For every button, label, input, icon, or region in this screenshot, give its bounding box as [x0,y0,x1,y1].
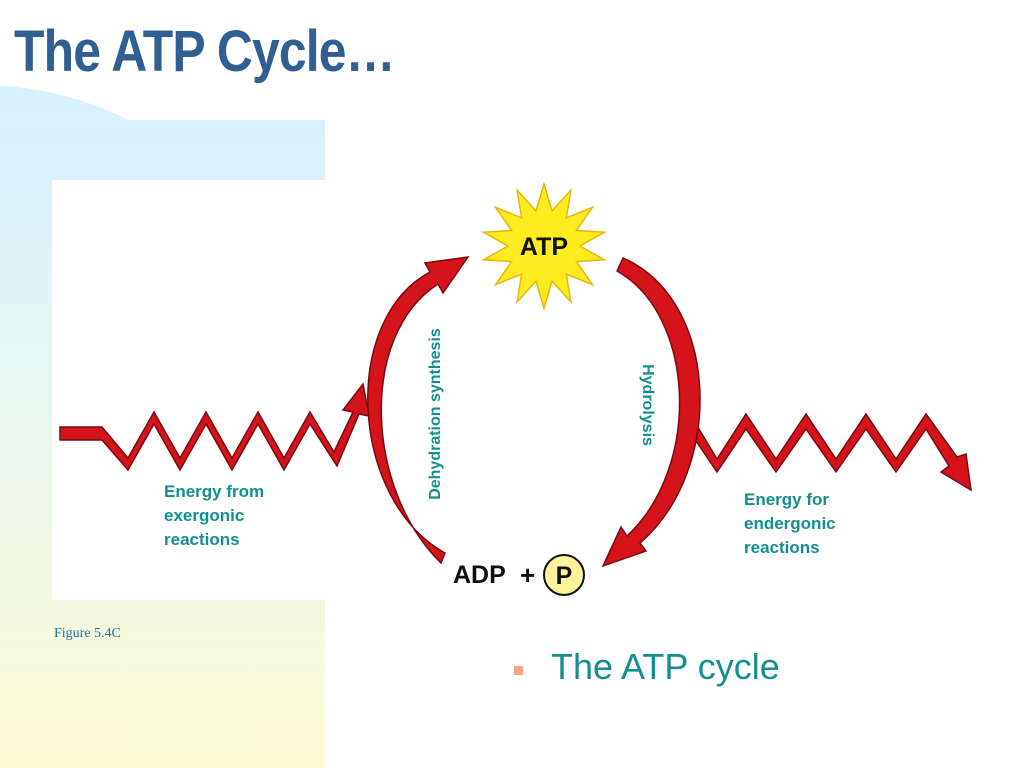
bullet-item: The ATP cycle [514,646,780,688]
square-bullet-icon [514,665,523,675]
phosphate-label: P [556,562,573,590]
hydrolysis-label: Hydrolysis [639,364,656,446]
atp-label: ATP [520,233,568,261]
caption-line: Energy from [164,482,265,501]
plus-sign: + [520,560,535,590]
caption-line: Energy for [744,490,830,509]
phosphate-circle [543,554,585,596]
endergonic-energy-arrow [689,411,972,492]
dehydration-synthesis-label: Dehydration synthesis [427,328,444,500]
atp-starburst-icon [481,181,607,311]
caption-line: reactions [164,530,240,549]
hydrolysis-arc-arrow [601,257,701,568]
adp-label: ADP [453,561,506,589]
exergonic-energy-arrow [59,382,370,472]
caption-line: reactions [744,538,820,557]
exergonic-energy-caption: Energy from exergonic reactions [164,480,264,552]
endergonic-energy-caption: Energy for endergonic reactions [744,488,836,560]
caption-line: endergonic [744,514,836,533]
slide-title: The ATP Cycle… [14,19,396,84]
bullet-text: The ATP cycle [551,646,780,687]
caption-line: exergonic [164,506,245,525]
figure-label: Figure 5.4C [54,626,121,641]
synthesis-arc-arrow [367,256,470,565]
